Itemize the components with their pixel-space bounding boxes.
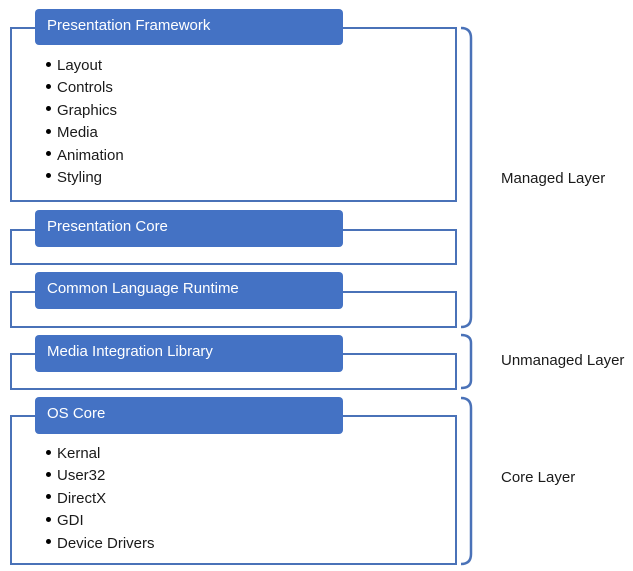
list-item: Graphics <box>46 100 124 122</box>
list-item: User32 <box>46 465 155 487</box>
list-item: Layout <box>46 55 124 77</box>
list-item: Styling <box>46 167 124 189</box>
list-item: Device Drivers <box>46 533 155 555</box>
list-item: Animation <box>46 145 124 167</box>
os-core-header: OS Core <box>35 397 343 434</box>
list-item: Media <box>46 122 124 144</box>
presentation-framework-list: Layout Controls Graphics Media Animation… <box>46 55 124 189</box>
os-core-list: Kernal User32 DirectX GDI Device Drivers <box>46 443 155 555</box>
presentation-framework-frame <box>10 27 457 202</box>
managed-layer-label: Managed Layer <box>501 170 606 187</box>
list-item: Kernal <box>46 443 155 465</box>
list-item: DirectX <box>46 488 155 510</box>
mil-header: Media Integration Library <box>35 335 343 372</box>
list-item: GDI <box>46 510 155 532</box>
list-item: Controls <box>46 77 124 99</box>
unmanaged-layer-bracket <box>460 333 473 390</box>
os-core-frame <box>10 415 457 565</box>
clr-header: Common Language Runtime <box>35 272 343 309</box>
core-layer-label: Core Layer <box>501 469 576 486</box>
managed-layer-bracket <box>460 26 473 329</box>
presentation-core-header: Presentation Core <box>35 210 343 247</box>
presentation-framework-header: Presentation Framework <box>35 9 343 45</box>
core-layer-bracket <box>460 396 473 566</box>
unmanaged-layer-label: Unmanaged Layer <box>501 352 625 369</box>
